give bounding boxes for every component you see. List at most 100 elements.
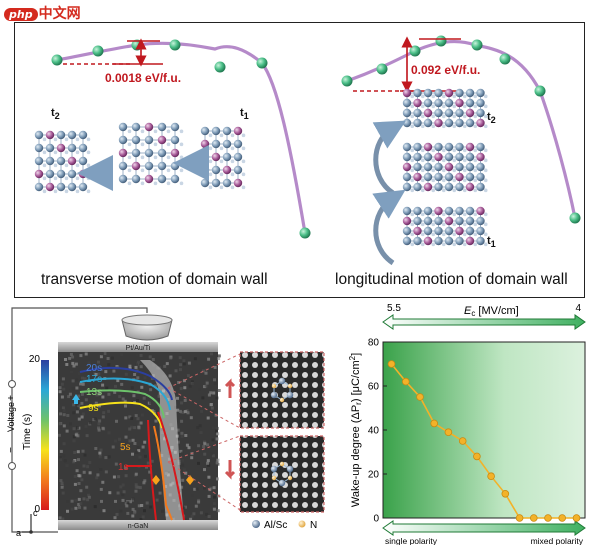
atom: [431, 148, 436, 153]
data-point: [544, 514, 552, 522]
atom: [420, 148, 425, 153]
atom: [413, 182, 422, 192]
atom: [410, 222, 415, 227]
texture-speck: [115, 419, 118, 423]
top-panel: 0.0018 eV/f.u. 0.092 eV/f.u. t2 t1 t2 t1…: [14, 22, 585, 298]
texture-speck: [209, 452, 213, 456]
atom: [230, 146, 235, 151]
atom: [483, 114, 488, 119]
atom: [465, 152, 475, 162]
atom: [78, 130, 88, 140]
atom: [455, 162, 464, 172]
texture-speck: [216, 477, 219, 481]
y-tick-label: 0: [373, 514, 379, 525]
texture-speck: [79, 382, 83, 386]
texture-speck: [136, 399, 139, 402]
texture-speck: [124, 404, 127, 408]
texture-speck: [88, 471, 92, 475]
texture-speck: [59, 458, 63, 462]
texture-speck: [215, 461, 219, 465]
atom: [476, 216, 485, 226]
trajectory-9s: [79, 401, 163, 429]
atom: [465, 172, 475, 182]
atom: [483, 212, 488, 217]
texture-speck: [163, 364, 167, 368]
atom: [413, 108, 422, 118]
texture-speck: [206, 459, 210, 463]
texture-speck: [62, 442, 66, 446]
texture-speck: [131, 507, 135, 511]
texture-speck: [179, 387, 183, 391]
texture-speck: [183, 410, 187, 414]
texture-speck: [190, 514, 194, 518]
atom: [64, 189, 69, 194]
atom: [34, 130, 44, 140]
texture-speck: [128, 427, 132, 431]
atom: [144, 161, 154, 171]
atom: [75, 176, 80, 181]
texture-speck: [124, 474, 128, 478]
texture-speck: [116, 491, 120, 495]
atom: [271, 475, 277, 481]
data-point: [416, 393, 424, 401]
texture-speck: [95, 393, 99, 397]
atom: [64, 150, 69, 155]
texture-speck: [151, 358, 155, 361]
atom: [222, 126, 232, 136]
atom: [462, 94, 467, 99]
atom: [45, 130, 55, 140]
atom: [241, 185, 246, 190]
atom: [230, 185, 235, 190]
texture-speck: [199, 431, 203, 435]
texture-speck: [79, 502, 83, 505]
texture-speck: [189, 416, 193, 420]
left-energy-points: [51, 39, 311, 239]
texture-speck: [153, 384, 157, 388]
texture-speck: [143, 440, 147, 444]
atom: [444, 152, 454, 162]
texture-speck: [129, 500, 132, 504]
crystal-structure: [402, 206, 488, 247]
texture-speck: [59, 479, 63, 483]
atom: [219, 185, 224, 190]
atom: [241, 159, 246, 164]
texture-speck: [180, 401, 184, 405]
texture-speck: [61, 377, 65, 381]
texture-speck: [70, 507, 74, 511]
atom: [118, 148, 128, 158]
atom: [402, 142, 412, 152]
atom: [75, 150, 80, 155]
atom: [483, 104, 488, 109]
atom: [462, 168, 467, 173]
texture-speck: [181, 478, 185, 482]
atom: [219, 159, 224, 164]
atom: [444, 216, 454, 226]
atom: [170, 122, 180, 132]
texture-speck: [72, 427, 76, 431]
atom: [420, 94, 425, 99]
atom: [462, 242, 467, 247]
texture-speck: [136, 446, 140, 450]
texture-speck: [138, 486, 142, 490]
atom: [455, 98, 464, 108]
atom: [86, 176, 91, 181]
energy-point: [499, 53, 511, 65]
atom: [476, 206, 485, 216]
texture-speck: [68, 356, 72, 360]
data-point: [444, 428, 453, 437]
atom: [410, 148, 415, 153]
atom: [53, 176, 58, 181]
atom: [131, 122, 141, 132]
texture-speck: [97, 392, 101, 396]
atom: [441, 158, 446, 163]
texture-speck: [152, 410, 156, 413]
texture-speck: [58, 516, 62, 520]
atom: [431, 232, 436, 237]
atom: [402, 118, 412, 128]
texture-speck: [154, 419, 158, 423]
texture-speck: [66, 414, 70, 417]
y-tick-label: 80: [368, 338, 380, 349]
atom: [219, 172, 224, 177]
atom: [431, 114, 436, 119]
